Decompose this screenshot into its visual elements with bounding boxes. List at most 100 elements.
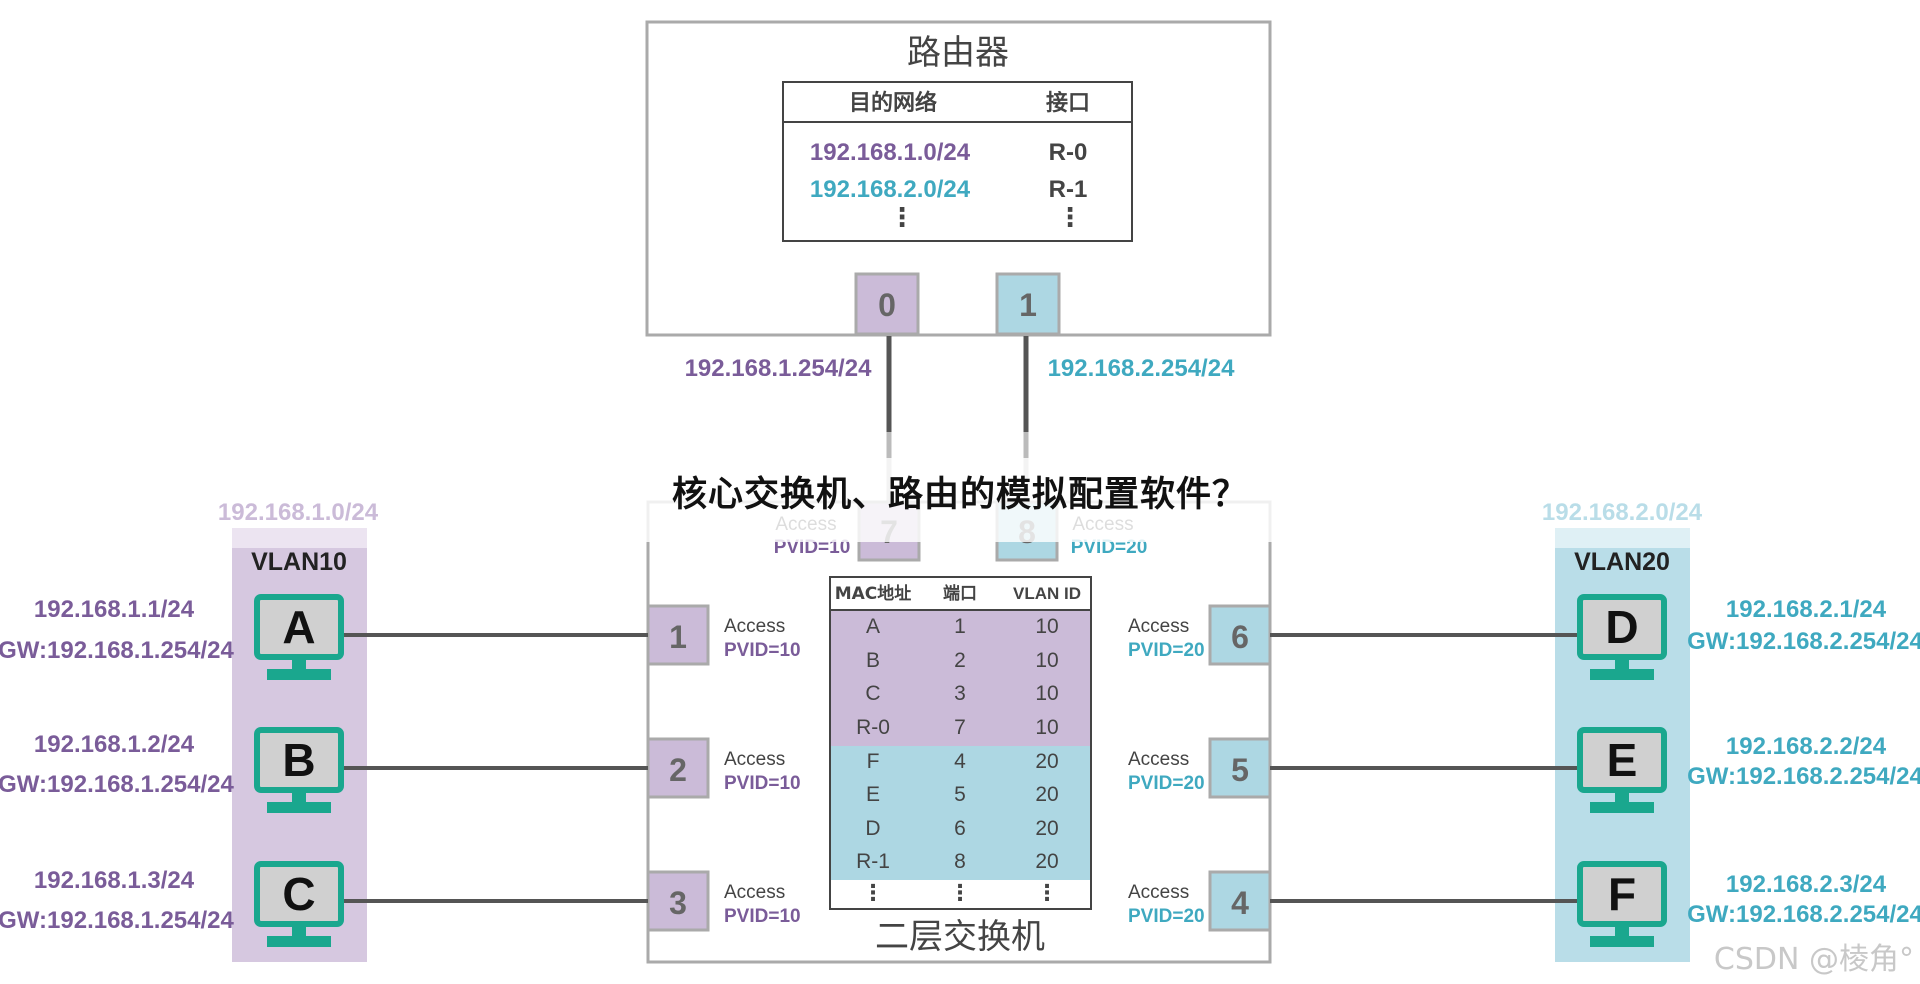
switch-port-3 [646,870,710,932]
host-d-gateway: GW:192.168.2.254/24 [1687,628,1920,655]
host-e-gateway: GW:192.168.2.254/24 [1687,763,1920,790]
host-c: C 192.168.1.3/24 GW:192.168.1.254/24 [0,861,344,947]
host-f-gateway: GW:192.168.2.254/24 [1687,901,1920,928]
mac-row-mac: F [867,750,880,773]
switch-port-1-label: 1 [669,619,687,655]
port-2-mode: Access [724,749,785,770]
mac-row-port: 2 [954,649,966,672]
mac-row-port: 6 [954,817,966,840]
mac-table: MAC地址 端口 VLAN ID A 1 10 B 2 10 C 3 10 R-… [829,576,1092,910]
router-port-0-label: 0 [878,287,896,323]
mac-row-mac: C [865,682,880,705]
host-f: F 192.168.2.3/24 GW:192.168.2.254/24 [1577,861,1920,947]
mac-row-port: 5 [954,783,966,806]
routing-table-header-interface: 接口 [1046,91,1090,116]
mac-row-mac: A [866,615,880,638]
routing-table-ellipsis: ⋮ [889,202,915,232]
mac-row-mac: D [865,817,880,840]
switch-port-4 [1208,870,1272,932]
host-e: E 192.168.2.2/24 GW:192.168.2.254/24 [1577,727,1920,813]
switch-title: 二层交换机 [875,917,1045,957]
routing-row-network: 192.168.1.0/24 [810,139,971,166]
port-2-pvid: PVID=10 [724,773,801,794]
host-f-name: F [1608,868,1636,920]
host-b: B 192.168.1.2/24 GW:192.168.1.254/24 [0,727,344,813]
mac-row-vlan: 20 [1035,783,1058,806]
router-port-1 [995,272,1061,336]
computer-icon [1577,727,1667,813]
host-d: D 192.168.2.1/24 GW:192.168.2.254/24 [1577,594,1920,680]
mac-table-header-mac: MAC地址 [835,583,912,604]
mac-table-ellipsis: ⋮ [949,880,971,905]
routing-table-frame [782,81,1133,242]
mac-table-ellipsis: ⋮ [1036,880,1058,905]
switch-port-2-label: 2 [669,752,687,788]
router-title: 路由器 [907,33,1009,73]
computer-icon [1577,861,1667,947]
mac-table-frame [829,576,1092,910]
port-1-pvid: PVID=10 [724,640,801,661]
switch-port-3-label: 3 [669,885,687,921]
host-c-gateway: GW:192.168.1.254/24 [0,907,235,934]
port-3-mode: Access [724,882,785,903]
host-e-ip: 192.168.2.2/24 [1726,733,1887,760]
host-d-name: D [1605,601,1638,653]
watermark: CSDN @棱角° [1713,942,1914,977]
host-b-ip: 192.168.1.2/24 [34,731,195,758]
mac-row-vlan: 20 [1035,850,1058,873]
mac-row-port: 3 [954,682,966,705]
host-d-ip: 192.168.2.1/24 [1726,596,1887,623]
routing-table-ellipsis: ⋮ [1057,202,1083,232]
routing-row-network: 192.168.2.0/24 [810,176,971,203]
mac-row-vlan: 10 [1035,649,1058,672]
router: 路由器 目的网络 接口 192.168.1.0/24 R-0 192.168.2… [645,20,1272,382]
host-a-gateway: GW:192.168.1.254/24 [0,637,235,664]
host-f-ip: 192.168.2.3/24 [1726,871,1887,898]
switch: 7 8 Access PVID=10 Access PVID=20 1 2 3 … [646,500,1272,964]
vlan20-network: 192.168.2.0/24 [1542,499,1703,526]
port-6-pvid: PVID=20 [1128,640,1205,661]
mac-row-mac: R-1 [856,850,890,873]
host-b-name: B [282,734,315,786]
port-6-mode: Access [1128,616,1189,637]
host-a: A 192.168.1.1/24 GW:192.168.1.254/24 [0,594,344,680]
mac-row-vlan: 20 [1035,750,1058,773]
routing-table: 目的网络 接口 192.168.1.0/24 R-0 192.168.2.0/2… [782,81,1133,242]
mac-table-header-port: 端口 [943,583,977,604]
router-port-0-ip: 192.168.1.254/24 [685,355,872,382]
mac-row-vlan: 20 [1035,817,1058,840]
port-3-pvid: PVID=10 [724,906,801,927]
routing-row-interface: R-0 [1049,139,1088,166]
vlan20-band-top [1555,528,1690,548]
router-port-0 [854,272,920,336]
host-links [342,633,1578,903]
mac-row-mac: R-0 [856,716,890,739]
overlay-title: 核心交换机、路由的模拟配置软件？ [671,475,1248,515]
mac-table-vlan20-fill [831,746,1090,880]
vlan20-label: VLAN20 [1574,548,1670,576]
port-4-mode: Access [1128,882,1189,903]
host-c-ip: 192.168.1.3/24 [34,867,195,894]
routing-table-header-network: 目的网络 [849,90,937,116]
port-7-pvid: PVID=10 [774,537,851,558]
mac-row-vlan: 10 [1035,716,1058,739]
mac-table-header-vlan: VLAN ID [1013,584,1081,603]
mac-row-mac: E [866,783,880,806]
mac-row-vlan: 10 [1035,682,1058,705]
mac-row-port: 7 [954,716,966,739]
mac-row-port: 1 [954,615,966,638]
computer-icon [1577,594,1667,680]
host-e-name: E [1607,734,1638,786]
host-a-ip: 192.168.1.1/24 [34,596,195,623]
host-b-gateway: GW:192.168.1.254/24 [0,771,235,798]
port-1-mode: Access [724,616,785,637]
port-5-pvid: PVID=20 [1128,773,1205,794]
title-overlay-band [645,458,1275,542]
mac-row-port: 4 [954,750,966,773]
router-port-1-label: 1 [1019,287,1037,323]
port-4-pvid: PVID=20 [1128,906,1205,927]
switch-port-5-label: 5 [1231,752,1249,788]
mac-row-vlan: 10 [1035,615,1058,638]
port-8-pvid: PVID=20 [1071,537,1148,558]
computer-icon [254,594,344,680]
